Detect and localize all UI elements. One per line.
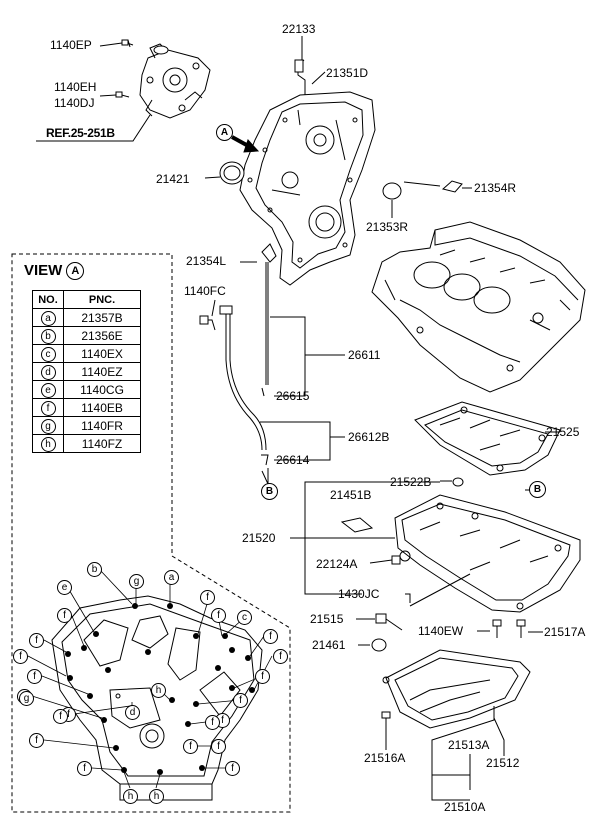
label-21354R: 21354R — [474, 181, 517, 195]
legend-code: b — [40, 328, 56, 344]
view-a-callout-c: c — [237, 610, 252, 625]
label-21515: 21515 — [310, 612, 344, 626]
label-ref: REF.25-251B — [46, 126, 115, 140]
legend-row: a 21357B — [32, 308, 141, 327]
label-21353R: 21353R — [366, 220, 409, 234]
view-a-callout-f: f — [211, 739, 226, 754]
label-22124A: 22124A — [316, 557, 358, 571]
view-a-callout-f: f — [263, 629, 278, 644]
label-1140EW: 1140EW — [418, 624, 464, 638]
view-a-callout-a: a — [164, 570, 179, 585]
label-21512: 21512 — [486, 756, 520, 770]
view-a-callout-f: f — [225, 761, 240, 776]
legend-code: g — [40, 418, 56, 434]
view-a-callout-f: f — [53, 709, 68, 724]
label-21513A: 21513A — [448, 738, 490, 752]
legend-pnc: 21356E — [63, 326, 141, 345]
view-a-callout-f: f — [200, 590, 215, 605]
label-21510A: 21510A — [444, 800, 486, 814]
dipstick-drawing — [199, 243, 277, 466]
legend-code: c — [40, 346, 56, 362]
legend-code: d — [40, 364, 56, 380]
view-a-callout-f: f — [77, 761, 92, 776]
legend-header-pnc: PNC. — [63, 290, 141, 309]
label-21517A: 21517A — [544, 625, 586, 639]
view-a-callout-h: h — [151, 683, 166, 698]
view-a-callout-f: f — [205, 715, 220, 730]
view-a-callout-e: e — [57, 580, 72, 595]
upper-oil-pan-drawing — [394, 494, 581, 613]
view-a-callout-b: b — [87, 562, 102, 577]
legend-row: e 1140CG — [32, 380, 141, 399]
label-26612B: 26612B — [348, 430, 390, 444]
label-1140FC: 1140FC — [184, 284, 226, 298]
view-a-callout-f: f — [233, 693, 248, 708]
legend-pnc: 1140EB — [63, 398, 141, 417]
legend-row: h 1140FZ — [32, 434, 141, 453]
view-a-callout-d: d — [125, 705, 140, 720]
legend-row: b 21356E — [32, 326, 141, 345]
label-21451B: 21451B — [330, 488, 372, 502]
view-a-callout-f: f — [13, 649, 28, 664]
legend-row: g 1140FR — [32, 416, 141, 435]
legend-pnc: 1140EZ — [63, 362, 141, 381]
legend-code: e — [40, 382, 56, 398]
label-26611: 26611 — [348, 348, 381, 362]
label-1140DJ: 1140DJ — [54, 96, 95, 110]
timing-cover-drawing — [239, 59, 376, 286]
b-marker-left: B — [261, 483, 278, 500]
b-marker-right: B — [529, 481, 546, 498]
legend-pnc: 1140CG — [63, 380, 141, 399]
view-a-callout-f: f — [29, 733, 44, 748]
legend-pnc: 1140EX — [63, 344, 141, 363]
label-1430JC: 1430JC — [338, 587, 380, 601]
legend-code: h — [40, 436, 56, 452]
view-a-title-marker: A — [66, 262, 85, 280]
label-21522B: 21522B — [390, 475, 432, 489]
label-1140EP: 1140EP — [50, 38, 92, 52]
legend-row: f 1140EB — [32, 398, 141, 417]
label-21351D: 21351D — [326, 66, 369, 80]
legend-pnc: 1140FR — [63, 416, 141, 435]
label-26614: 26614 — [276, 453, 310, 467]
label-21525: 21525 — [546, 425, 580, 439]
legend-pnc: 1140FZ — [63, 434, 141, 453]
legend-header-row: NO. PNC. — [32, 290, 141, 309]
label-26615: 26615 — [276, 389, 310, 403]
label-1140EH: 1140EH — [54, 80, 97, 94]
water-pump-drawing — [115, 39, 211, 119]
legend-row: c 1140EX — [32, 344, 141, 363]
view-a-callout-f: f — [57, 608, 72, 623]
label-21520: 21520 — [242, 531, 276, 545]
legend-header-no: NO. — [32, 290, 64, 309]
view-a-callout-f: f — [27, 669, 42, 684]
label-21354L: 21354L — [186, 254, 227, 268]
view-a-legend-table: NO. PNC. a 21357B b 21356E c 1140EX d 1140EZ… — [32, 290, 141, 453]
baffle-drawing — [414, 401, 561, 476]
legend-row: d 1140EZ — [32, 362, 141, 381]
view-a-callout-g: g — [19, 691, 34, 706]
view-a-callout-f: f — [29, 633, 44, 648]
view-a-callout-g: g — [129, 574, 144, 589]
view-a-callout-h: h — [123, 789, 138, 804]
label-22133: 22133 — [282, 22, 316, 36]
lower-oil-pan-drawing — [382, 649, 531, 729]
view-a-callout-f: f — [211, 608, 226, 623]
label-21516A: 21516A — [364, 751, 406, 765]
view-a-callout-h: h — [149, 789, 164, 804]
engine-block-drawing — [371, 221, 586, 393]
legend-pnc: 21357B — [63, 308, 141, 327]
legend-code: f — [40, 400, 56, 416]
label-21421: 21421 — [156, 172, 190, 186]
view-a-callout-f: f — [273, 649, 288, 664]
label-21461: 21461 — [312, 638, 346, 652]
view-a-callout-f: f — [183, 739, 198, 754]
view-a-title-text: VIEW — [24, 262, 63, 279]
view-a-marker: A — [216, 124, 233, 141]
legend-code: a — [40, 310, 56, 326]
view-a-callout-f: f — [255, 669, 270, 684]
